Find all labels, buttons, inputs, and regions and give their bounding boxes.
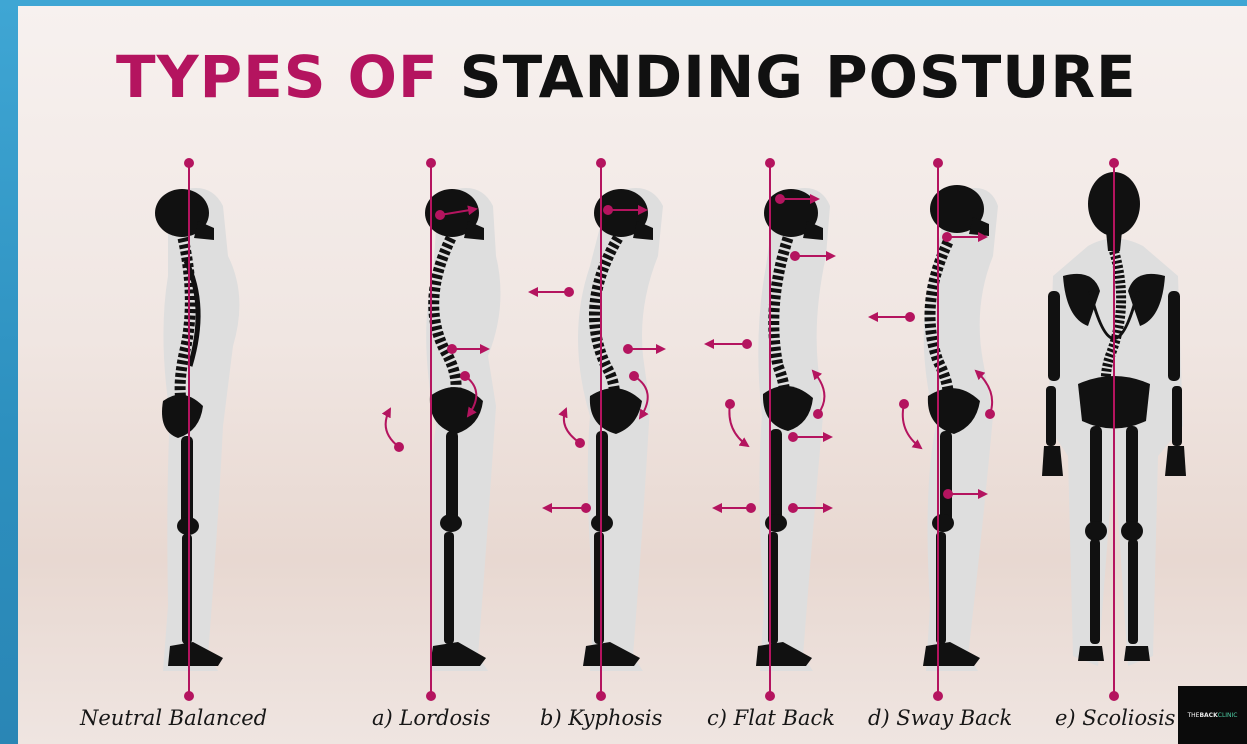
knee <box>440 514 462 532</box>
figure-kyphosis <box>530 158 664 701</box>
plumb-top <box>184 158 194 168</box>
pelvis-tilt-arrow-back <box>903 404 921 448</box>
femur <box>770 429 782 523</box>
right-femur <box>1126 426 1138 526</box>
figure-lordosis <box>386 158 501 701</box>
pelvis-tilt-arrow-back <box>729 404 748 446</box>
foot <box>923 642 980 666</box>
right-hand <box>1165 446 1186 476</box>
logo-the: THE <box>1188 712 1200 719</box>
plumb-bottom <box>184 691 194 701</box>
right-foot <box>1124 646 1150 661</box>
left-tibia <box>1090 539 1100 644</box>
logo-clinic: CLINIC <box>1218 712 1238 719</box>
caption-sway-back: d) Sway Back <box>868 706 1012 730</box>
femur <box>181 436 193 526</box>
left-hand <box>1042 446 1063 476</box>
knee <box>932 514 954 532</box>
left-foot <box>1078 646 1104 661</box>
caption-flat-back: c) Flat Back <box>707 706 835 730</box>
femur <box>446 431 458 523</box>
right-tibia <box>1128 539 1138 644</box>
knee <box>765 514 787 532</box>
infographic-panel: TYPES OF STANDING POSTURE <box>18 6 1247 744</box>
right-humerus <box>1168 291 1180 381</box>
foot <box>168 642 223 666</box>
tibia <box>444 532 454 644</box>
figure-flat-back <box>706 158 834 701</box>
caption-lordosis: a) Lordosis <box>372 706 490 730</box>
caption-scoliosis: e) Scoliosis <box>1055 706 1175 730</box>
logo-back: BACK <box>1199 712 1217 719</box>
left-femur <box>1090 426 1102 526</box>
pelvis-tilt-arrow-back <box>386 409 399 447</box>
caption-kyphosis: b) Kyphosis <box>540 706 662 730</box>
tibia <box>594 532 604 644</box>
caption-neutral-balanced: Neutral Balanced <box>80 706 267 730</box>
left-forearm <box>1046 386 1056 446</box>
femur <box>940 431 952 523</box>
posture-figures <box>18 6 1247 744</box>
figure-neutral-balanced <box>155 158 239 701</box>
figure-sway-back <box>870 158 998 701</box>
tibia <box>182 534 192 644</box>
figure-scoliosis <box>1042 158 1186 701</box>
right-forearm <box>1172 386 1182 446</box>
pelvis-tilt-arrow-back <box>564 409 580 443</box>
left-humerus <box>1048 291 1060 381</box>
